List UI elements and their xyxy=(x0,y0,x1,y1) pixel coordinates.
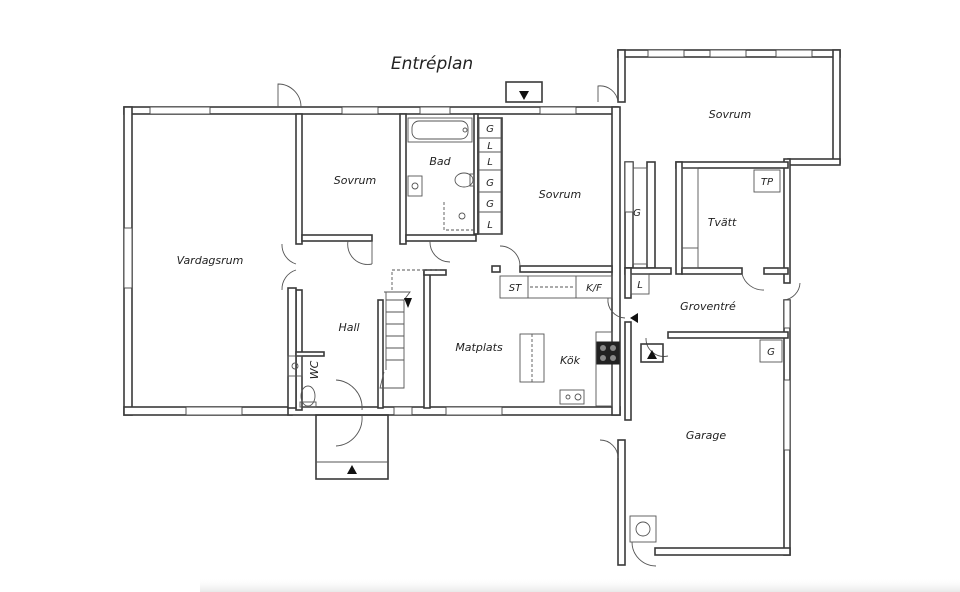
room-label-sovrum: Sovrum xyxy=(334,174,376,187)
room-label-bad: Bad xyxy=(429,155,451,168)
stair-arrow-icon xyxy=(404,298,412,308)
windows xyxy=(123,49,813,451)
wardrobe-label: G xyxy=(486,199,494,210)
entrance-arrow-icon xyxy=(647,350,657,359)
room-label-vardagsrum: Vardagsrum xyxy=(177,254,244,267)
l-groventre-label: L xyxy=(637,280,643,291)
wardrobe-column: G L L G G L xyxy=(478,117,502,235)
room-label-groventre: Groventré xyxy=(680,300,736,313)
stove-icon xyxy=(596,341,620,365)
staircase xyxy=(379,269,440,389)
wardrobe-label: L xyxy=(487,141,493,152)
room-label-sovrum-middle: Sovrum xyxy=(539,188,581,201)
interior-walls xyxy=(287,113,789,421)
wardrobe-label: L xyxy=(487,157,493,168)
room-label-tvatt: Tvätt xyxy=(708,216,737,229)
doors xyxy=(277,83,801,567)
bottom-shadow xyxy=(200,578,960,592)
tp-label: TP xyxy=(761,177,774,188)
g-corridor-label: G xyxy=(633,208,641,219)
room-label-matplats: Matplats xyxy=(455,341,503,354)
room-label-hall: Hall xyxy=(338,321,359,334)
wardrobe-label: G xyxy=(486,124,494,135)
room-label-sovrum-right: Sovrum xyxy=(709,108,751,121)
room-label-garage: Garage xyxy=(686,429,727,442)
plan-title: Entréplan xyxy=(391,54,473,74)
storage-cabinets: G L G xyxy=(629,167,783,543)
entrance-arrow-icon xyxy=(630,313,638,323)
wc-fixtures xyxy=(287,355,317,408)
entrance-steps xyxy=(315,81,664,480)
room-label-wc: WC xyxy=(308,360,321,379)
entrance-arrow-icon xyxy=(519,91,529,100)
wardrobe-label: L xyxy=(487,220,493,231)
kitchen-fixtures: ST K/F xyxy=(499,275,620,407)
g-garage-label: G xyxy=(767,347,775,358)
kf-label: K/F xyxy=(586,283,602,294)
bathroom-fixtures xyxy=(407,117,475,231)
laundry-fixtures: TP xyxy=(681,167,781,269)
room-label-kok: Kök xyxy=(560,354,581,367)
room-labels: Vardagsrum Sovrum Bad Sovrum Sovrum Tvät… xyxy=(177,108,752,442)
wardrobe-label: G xyxy=(486,178,494,189)
st-label: ST xyxy=(509,283,522,294)
entrance-arrow-icon xyxy=(347,465,357,474)
